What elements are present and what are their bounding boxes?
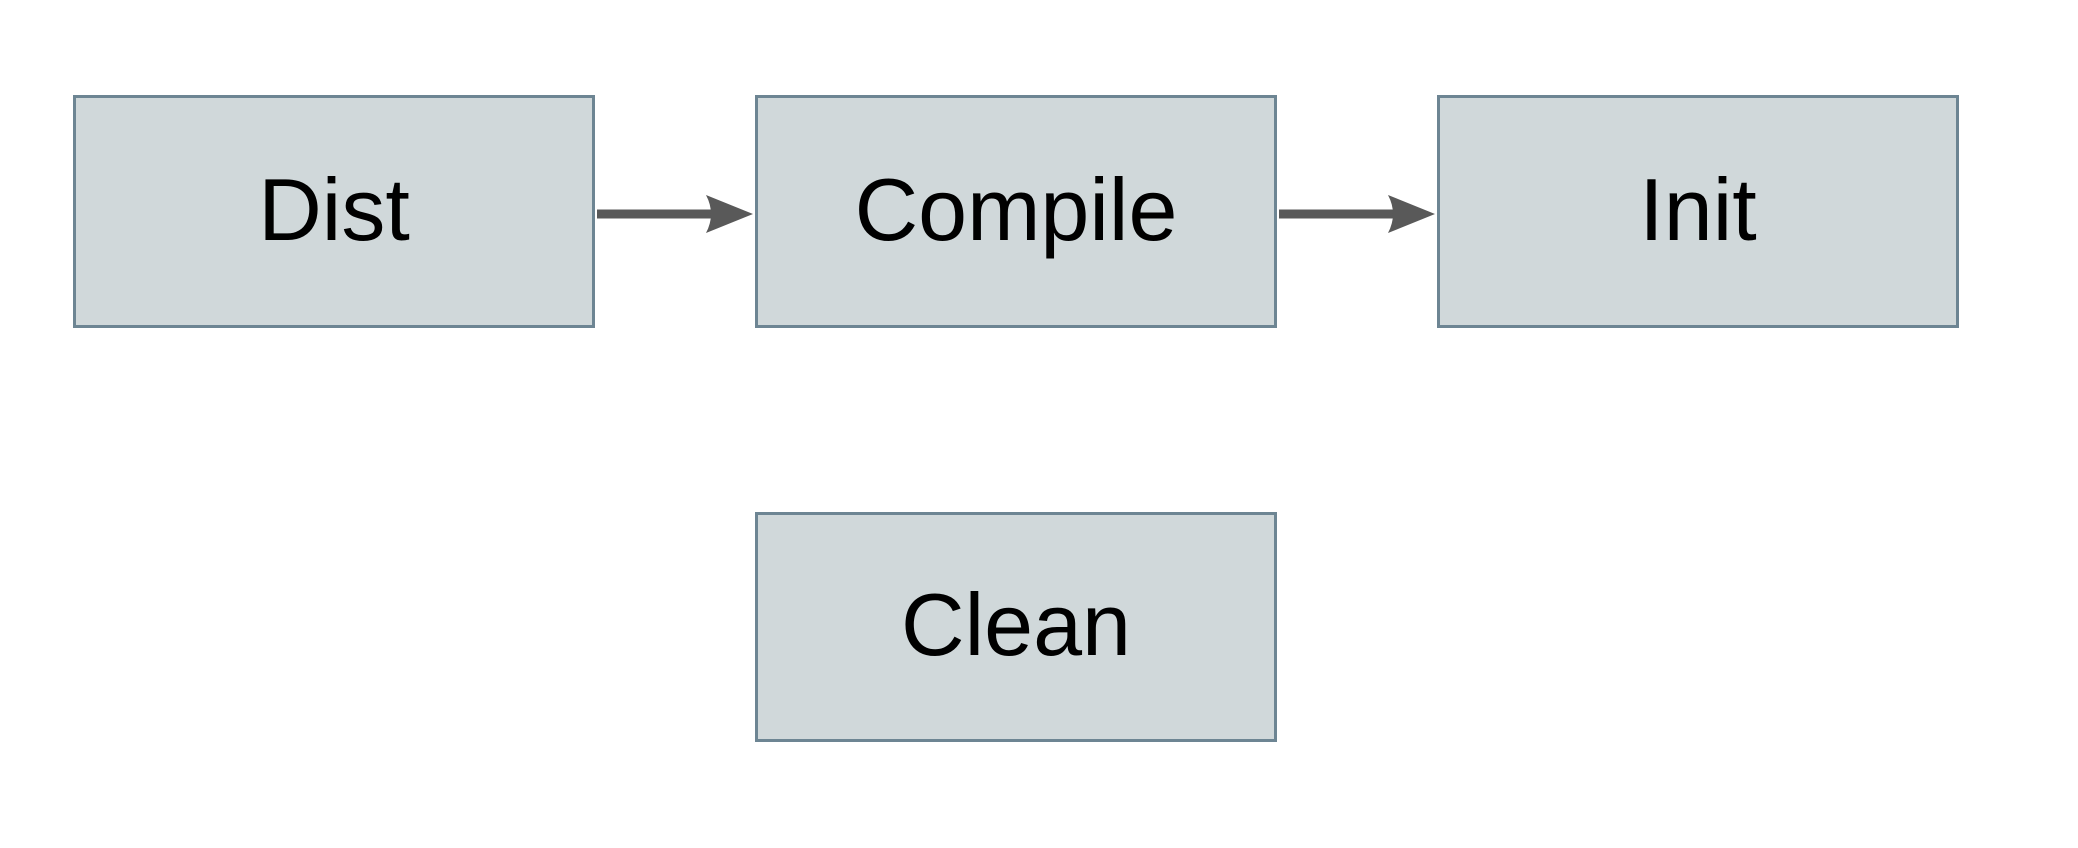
flowchart-node-init: Init bbox=[1437, 95, 1959, 328]
node-label: Compile bbox=[854, 159, 1178, 259]
flowchart-node-clean: Clean bbox=[755, 512, 1277, 742]
arrow-right-icon bbox=[1279, 195, 1435, 233]
flowchart-node-dist: Dist bbox=[73, 95, 595, 328]
node-label: Init bbox=[1639, 159, 1757, 259]
node-label: Clean bbox=[901, 575, 1131, 674]
flowchart-node-compile: Compile bbox=[755, 95, 1277, 328]
node-label: Dist bbox=[258, 159, 410, 259]
arrow-right-icon bbox=[597, 195, 753, 233]
